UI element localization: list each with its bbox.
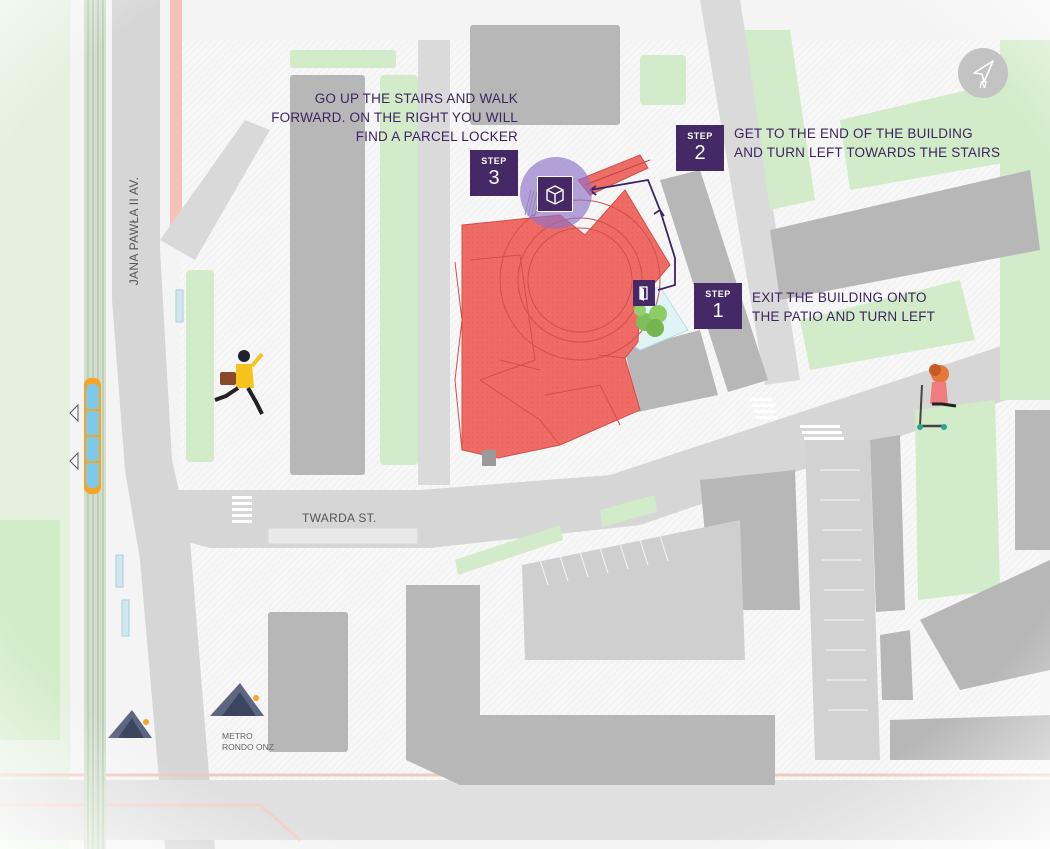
metro-label: METRO RONDO ONZ	[222, 731, 274, 753]
door-icon	[633, 280, 655, 306]
step-3-badge: STEP 3	[470, 150, 518, 196]
twarda-street-label: TWARDA ST.	[302, 511, 377, 525]
step-3-line-1: GO UP THE STAIRS AND WALK	[314, 91, 518, 106]
avenue-label: JANA PAWŁA II AV.	[127, 176, 141, 286]
step-2-instruction: GET TO THE END OF THE BUILDING AND TURN …	[734, 124, 1000, 162]
step-1-number: 1	[712, 300, 724, 322]
step-2-badge: STEP 2	[676, 125, 724, 171]
step-2-number: 2	[694, 142, 706, 164]
compass-label: N	[979, 80, 987, 91]
step-3-line-3: FIND A PARCEL LOCKER	[355, 129, 518, 144]
step-3-word: STEP	[481, 156, 507, 166]
step-1-line-2: THE PATIO AND TURN LEFT	[752, 309, 936, 324]
step-1-word: STEP	[705, 289, 731, 299]
step-1-badge: STEP 1	[694, 283, 742, 329]
step-2-line-2: AND TURN LEFT TOWARDS THE STAIRS	[734, 145, 1001, 160]
metro-label-line-2: RONDO ONZ	[222, 742, 274, 752]
compass-icon: N	[958, 48, 1008, 98]
step-3-line-2: FORWARD. ON THE RIGHT YOU WILL	[271, 110, 518, 125]
box-icon	[546, 185, 564, 205]
step-1-instruction: EXIT THE BUILDING ONTO THE PATIO AND TUR…	[752, 288, 935, 326]
step-3-number: 3	[488, 167, 500, 189]
north-arrow-icon	[973, 60, 994, 83]
metro-label-line-1: METRO	[222, 731, 253, 741]
bike-lane	[170, 0, 182, 235]
parcel-locker-icon[interactable]	[537, 176, 573, 212]
step-2-line-1: GET TO THE END OF THE BUILDING	[734, 126, 973, 141]
step-3-instruction: GO UP THE STAIRS AND WALK FORWARD. ON TH…	[252, 89, 518, 146]
step-1-line-1: EXIT THE BUILDING ONTO	[752, 290, 927, 305]
step-2-word: STEP	[687, 131, 713, 141]
